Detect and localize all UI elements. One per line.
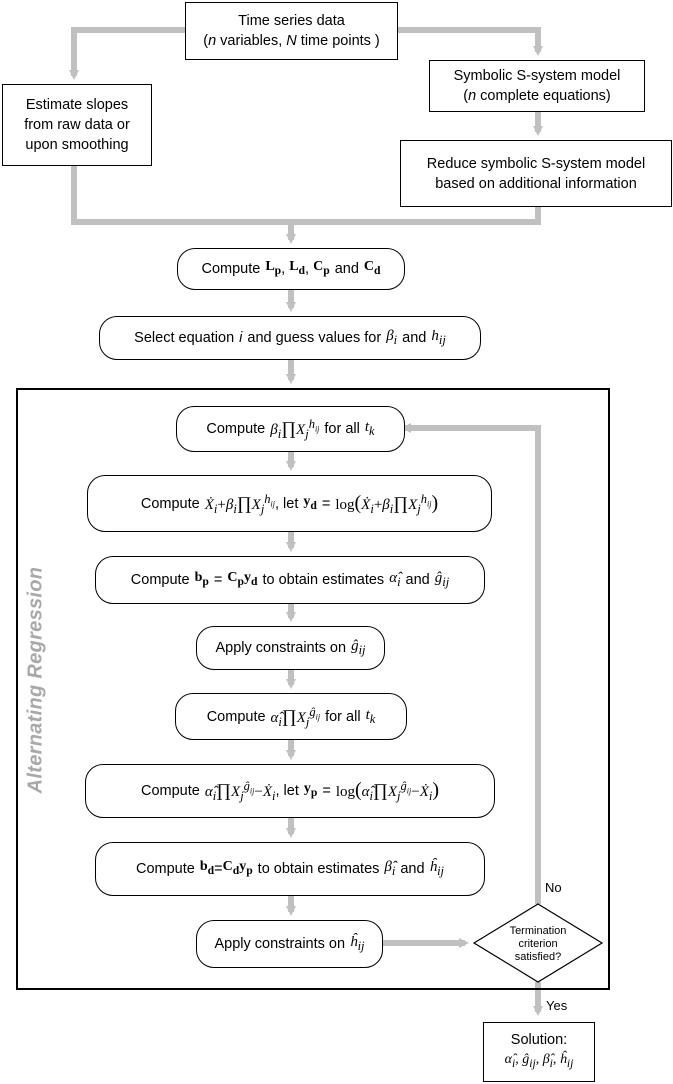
merge-line [71, 166, 541, 225]
step-compute-bd: Compute bd = Cdyp to obtain estimates β̂… [95, 842, 485, 896]
no-label: No [545, 880, 562, 895]
step-constraints-h: Apply constraints on ĥij [196, 920, 383, 968]
alternating-regression-label: Alternating Regression [24, 566, 47, 794]
time-series-title: Time series data [238, 13, 345, 29]
select-equation-box: Select equation i and guess values for β… [99, 316, 481, 360]
step-compute-yp: Compute α̂i∏Xjĝij−Ẋi , let yp = log(α̂i∏… [85, 764, 495, 818]
estimate-slopes-box: Estimate slopes from raw data or upon sm… [2, 84, 152, 166]
step-compute-bp: Compute bp = Cpyd to obtain estimates α̂… [95, 556, 485, 604]
termination-text: Termination criterion satisfied? [509, 924, 567, 963]
compute-matrices-box: Compute Lp, Ld, Cp and Cd [177, 248, 405, 290]
symbolic-model-box: Symbolic S-system model (n complete equa… [429, 60, 645, 112]
alternating-regression-frame [16, 388, 610, 990]
reduce-model-box: Reduce symbolic S-system model based on … [400, 140, 672, 207]
step-compute-beta-product: Compute βi∏Xjhij for all tk [176, 406, 405, 452]
step-compute-alpha-product: Compute α̂i∏Xjĝij for all tk [175, 693, 407, 740]
solution-title: Solution: [510, 1032, 568, 1049]
step-compute-yd: Compute Ẋi+βi∏Xjhij , let yd = log(Ẋi+βi… [87, 475, 492, 532]
solution-box: Solution: α̂i, ĝij, β̂i, ĥij [483, 1022, 595, 1082]
time-series-subtitle: (n variables, N time points ) [203, 33, 380, 49]
arrow-to-estimate-slopes [69, 27, 185, 80]
arrow-no-loop [401, 423, 541, 904]
termination-diamond [472, 903, 604, 983]
arrow-to-symbolic-model [398, 27, 543, 56]
step-constraints-g: Apply constraints on ĝij [196, 626, 385, 670]
solution-values: α̂i, ĝij, β̂i, ĥij [504, 1052, 574, 1070]
yes-label: Yes [546, 998, 568, 1013]
time-series-box: Time series data (n variables, N time po… [185, 2, 398, 60]
